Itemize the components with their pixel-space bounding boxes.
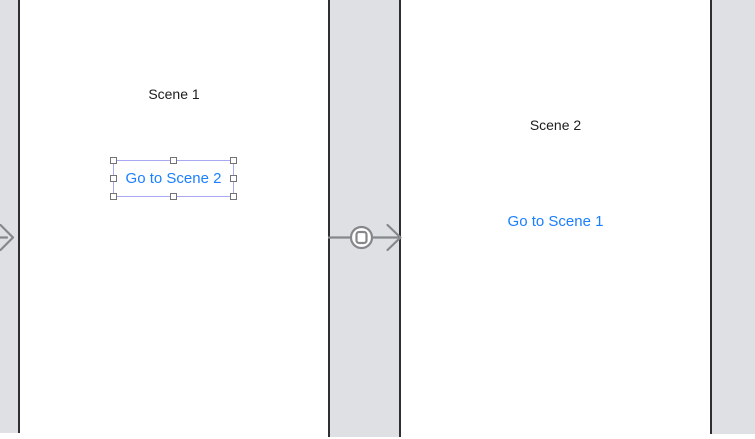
scene-1-button[interactable]: Go to Scene 2 bbox=[125, 169, 222, 187]
resize-handle-e[interactable] bbox=[230, 175, 237, 182]
resize-handle-se[interactable] bbox=[230, 193, 237, 200]
show-segue-connector-icon[interactable] bbox=[328, 219, 404, 257]
scene-2-canvas[interactable]: Scene 2 Go to Scene 1 bbox=[401, 0, 710, 439]
resize-handle-ne[interactable] bbox=[230, 157, 237, 164]
canvas-background-right bbox=[710, 0, 755, 434]
resize-handle-nw[interactable] bbox=[110, 157, 117, 164]
scene-2-button[interactable]: Go to Scene 1 bbox=[507, 213, 604, 230]
storyboard-entry-point-arrow-icon[interactable] bbox=[0, 219, 15, 257]
scene-1-canvas[interactable]: Scene 1 Go to Scene 2 bbox=[20, 0, 328, 439]
scene-1-title-label[interactable]: Scene 1 bbox=[148, 86, 200, 102]
resize-handle-n[interactable] bbox=[170, 157, 177, 164]
resize-handle-s[interactable] bbox=[170, 193, 177, 200]
selected-button-frame[interactable]: Go to Scene 2 bbox=[110, 157, 237, 200]
canvas-background-middle bbox=[328, 0, 401, 437]
resize-handle-sw[interactable] bbox=[110, 193, 117, 200]
canvas-background-left bbox=[0, 0, 20, 433]
resize-handle-w[interactable] bbox=[110, 175, 117, 182]
scene-2-title-label[interactable]: Scene 2 bbox=[529, 117, 582, 133]
